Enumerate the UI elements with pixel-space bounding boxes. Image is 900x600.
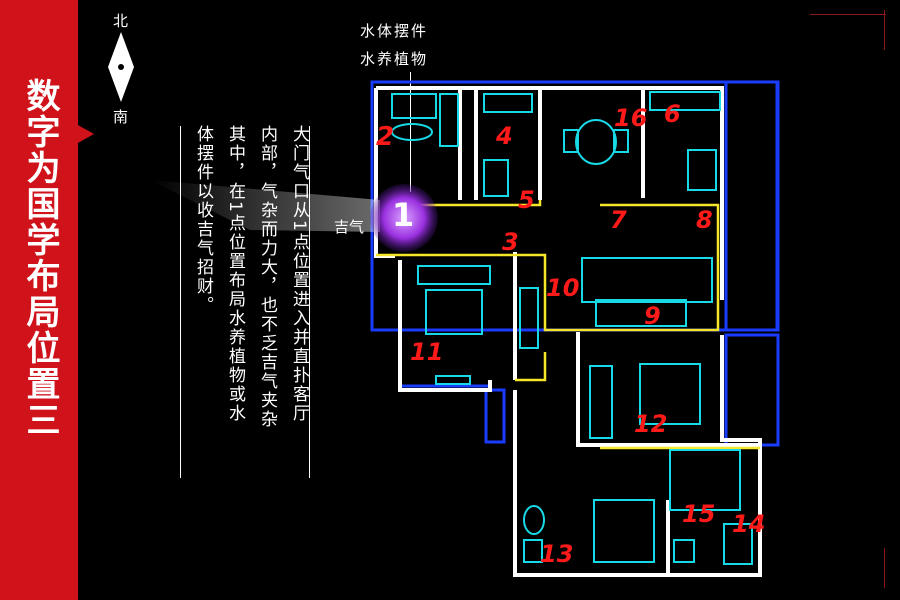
room-number-13: 13 [540,540,574,568]
tip-line-2: 水养植物 [360,50,429,68]
room-number-6: 6 [664,100,681,128]
room-number-11: 11 [410,338,444,366]
room-number-14: 14 [732,510,766,538]
sidebar-title: 数字为国学布局位置三 [20,78,60,438]
sidebar-pointer [76,124,94,144]
room-number-1: 1 [392,196,415,234]
divider [180,126,181,478]
room-number-8: 8 [696,206,713,234]
entrance-highlight [370,184,438,252]
pointer-line [410,72,411,192]
room-number-7: 7 [610,206,627,234]
corner-mark [884,548,885,588]
divider [309,126,310,478]
entrance-label: 吉气 [334,218,365,236]
compass-south-label: 南 [113,108,129,126]
room-number-16: 16 [614,104,648,132]
room-number-2: 2 [376,122,395,152]
description-column-4: 体摆件以收吉气招财。 [193,125,213,315]
corner-mark [810,14,886,15]
compass-icon [108,32,134,102]
compass-north-label: 北 [113,12,129,30]
room-number-5: 5 [518,186,535,214]
room-number-12: 12 [634,410,668,438]
room-number-9: 9 [644,302,661,330]
tip-line-1: 水体摆件 [360,22,429,40]
room-number-15: 15 [682,500,716,528]
room-number-4: 4 [496,122,513,150]
room-number-3: 3 [502,228,519,256]
corner-mark [884,10,885,50]
room-number-10: 10 [546,274,580,302]
sidebar [0,0,78,600]
